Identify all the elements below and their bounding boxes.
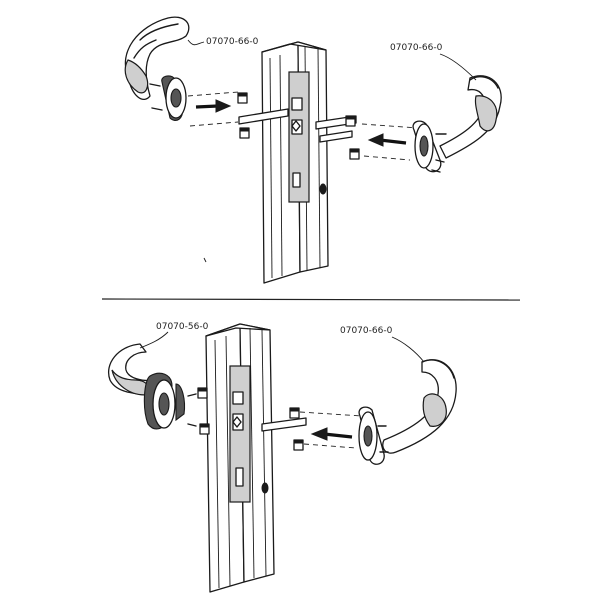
bushes-top-right bbox=[345, 115, 360, 160]
handle-top-right bbox=[412, 75, 502, 173]
tick-mark bbox=[203, 257, 207, 263]
top-assembly: 07070-66-0 07070-66-0 bbox=[124, 16, 502, 284]
door-profile-bottom bbox=[205, 323, 275, 593]
arrow-left-top bbox=[367, 133, 407, 147]
bushes-bottom-right bbox=[289, 407, 304, 451]
arrow-right-top bbox=[195, 99, 232, 113]
handle-bottom-left bbox=[108, 343, 197, 430]
bushes-bottom-left bbox=[197, 387, 210, 435]
handle-bottom-right bbox=[358, 359, 457, 465]
part-number-bottom-left: 07070-56-0 bbox=[156, 322, 209, 332]
handle-top-left bbox=[124, 16, 190, 121]
label-bottom-left: 07070-56-0 bbox=[139, 322, 209, 349]
label-top-right: 07070-66-0 bbox=[390, 43, 477, 81]
spindles-bottom bbox=[261, 417, 307, 432]
bottom-assembly: 07070-56-0 07070-66-0 bbox=[108, 322, 457, 593]
label-bottom-right: 07070-66-0 bbox=[340, 326, 425, 363]
part-number-top-left: 07070-66-0 bbox=[206, 37, 259, 47]
part-number-top-right: 07070-66-0 bbox=[390, 43, 443, 53]
bushes-top-left bbox=[237, 92, 250, 139]
guide-lines-bottom bbox=[299, 411, 363, 449]
part-number-bottom-right: 07070-66-0 bbox=[340, 326, 393, 336]
label-top-left: 07070-66-0 bbox=[187, 37, 259, 47]
arrow-left-bottom bbox=[310, 427, 353, 441]
guide-lines-top bbox=[187, 91, 419, 161]
door-profile-top bbox=[261, 41, 329, 284]
section-divider bbox=[101, 298, 521, 301]
